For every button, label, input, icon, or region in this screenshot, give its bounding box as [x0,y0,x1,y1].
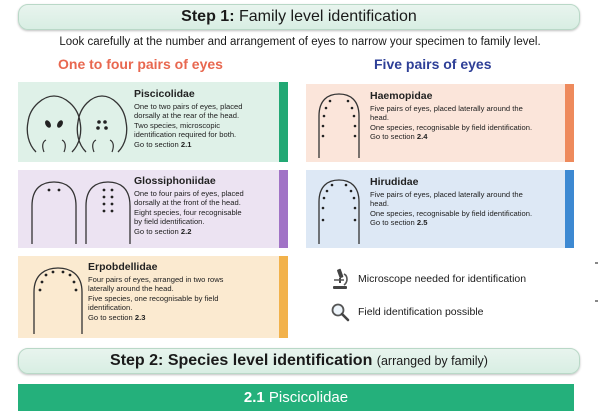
family-card-piscicolidae[interactable]: Piscicolidae One to two pairs of eyes, p… [18,82,288,162]
family-desc-line: laterally around the head. [88,284,174,294]
section-name: Piscicolidae [268,389,349,406]
step1-label: Step 1: [181,8,235,25]
family-color-bar [565,170,574,248]
family-name: Piscicolidae [134,88,195,100]
legend-microscope: Microscope needed for identification [330,268,526,290]
section-header-2-1: 2.1 Piscicolidae [18,384,574,411]
family-desc-line: dorsally at the rear of the head. [134,111,240,121]
leech-head-illustration [33,267,83,334]
goto-section-link[interactable]: Go to section 2.4 [370,132,428,142]
family-card-glossiphoniidae[interactable]: Glossiphoniidae One to four pairs of eye… [18,170,288,248]
leech-head-illustration [26,95,128,153]
family-desc-line: by field identification. [134,217,205,227]
family-color-bar [565,84,574,162]
goto-section-link[interactable]: Go to section 2.2 [134,226,192,236]
family-card-erpobdellidae[interactable]: Erpobdellidae Four pairs of eyes, arrang… [18,256,288,338]
step1-banner: Step 1: Family level identification [18,4,580,30]
family-desc-line: Five species, one recognisable by field [88,293,219,303]
leech-head-illustration [31,181,131,244]
family-desc-line: One species, recognisable by field ident… [370,208,533,218]
family-desc-line: head. [370,113,390,123]
family-desc-line: One to four pairs of eyes, placed [134,189,244,198]
family-color-bar [279,82,288,162]
family-name: Hirudidae [370,176,419,188]
right-column-heading: Five pairs of eyes [374,56,492,72]
legend-label: Microscope needed for identification [358,273,527,285]
family-desc-line: Eight species, four recognisable [134,207,242,217]
edge-mark [595,300,598,302]
step2-label: Step 2: [110,352,164,369]
family-desc-line: Two species, microscopic [134,120,221,130]
family-desc-line: Five pairs of eyes, placed laterally aro… [370,104,523,113]
legend-magnifier: Field identification possible [330,302,484,322]
family-desc-line: dorsally at the front of the head. [134,198,241,208]
intro-text: Look carefully at the number and arrange… [59,36,541,48]
goto-section-link[interactable]: Go to section 2.3 [88,312,146,322]
family-desc-line: Four pairs of eyes, arranged in two rows [88,275,224,284]
section-number: 2.1 [243,389,265,406]
family-desc-line: One species, recognisable by field ident… [370,122,533,132]
family-desc-line: head. [370,199,390,209]
step2-title: Species level identification [167,352,373,369]
goto-section-link[interactable]: Go to section 2.5 [370,218,428,228]
family-card-hirudidae[interactable]: Hirudidae Five pairs of eyes, placed lat… [306,170,574,248]
family-card-haemopidae[interactable]: Haemopidae Five pairs of eyes, placed la… [306,84,574,162]
magnifier-icon [331,303,350,322]
left-column-heading: One to four pairs of eyes [58,56,223,72]
step2-banner: Step 2: Species level identification (ar… [18,348,580,374]
family-desc-line: Five pairs of eyes, placed laterally aro… [370,190,523,199]
family-desc-line: identification. [88,303,133,313]
step1-title: Family level identification [238,8,417,25]
family-color-bar [279,256,288,338]
family-name: Glossiphoniidae [134,175,216,187]
leech-head-illustration [318,93,360,158]
family-color-bar [279,170,288,248]
edge-mark [595,262,598,264]
family-name: Erpobdellidae [88,261,158,273]
legend-label: Field identification possible [358,306,484,318]
leech-head-illustration [318,179,360,244]
goto-section-link[interactable]: Go to section 2.1 [134,139,192,149]
family-name: Haemopidae [370,90,433,102]
family-desc-line: One to two pairs of eyes, placed [134,102,243,111]
family-desc-line: identification required for both. [134,130,237,140]
step2-note: (arranged by family) [376,354,488,368]
microscope-icon [333,268,348,289]
